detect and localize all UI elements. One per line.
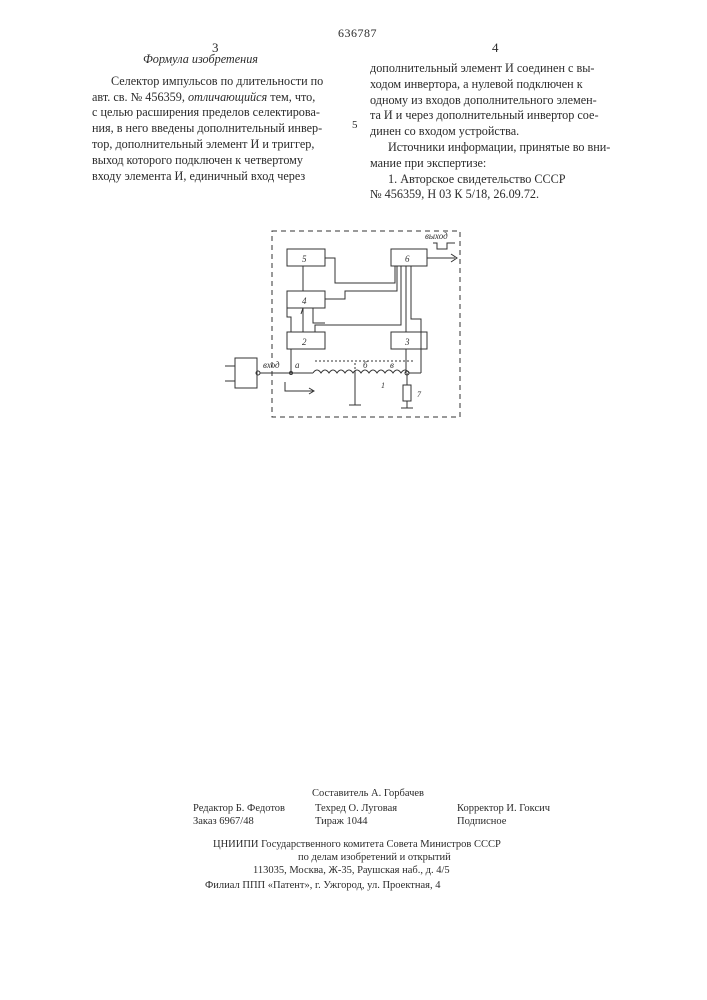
left-line-5: тор, дополнительный элемент И и триггер, <box>92 137 323 153</box>
right-line-6: Источники информации, принятые во вни- <box>370 140 610 156</box>
footer-subscription: Подписное <box>457 815 506 828</box>
right-line-5: динен со входом устройства. <box>370 124 610 140</box>
footer-editor: Редактор Б. Федотов <box>193 802 285 815</box>
footer-branch: Филиал ППП «Патент», г. Ужгород, ул. Про… <box>205 879 440 892</box>
output-label: выход <box>425 231 448 241</box>
right-column-number: 4 <box>492 40 499 56</box>
label-block-4: 4 <box>302 296 307 306</box>
right-line-1: дополнительный элемент И соединен с вы- <box>370 61 610 77</box>
line-marker: 5 <box>352 119 358 131</box>
left-line-6: выход которого подключен к четвертому <box>92 153 323 169</box>
left-column: Формула изобретения Селектор импульсов п… <box>92 52 323 184</box>
left-line-1: Селектор импульсов по длительности по <box>92 74 323 90</box>
footer-org-line1: ЦНИИПИ Государственного комитета Совета … <box>213 838 501 851</box>
label-element-1: 1 <box>381 381 385 390</box>
tap-label-b: б <box>363 360 368 370</box>
footer-tech-editor: Техред О. Луговая <box>315 802 397 815</box>
label-block-3: 3 <box>404 337 410 347</box>
claim-emphasis: отличающийся <box>188 90 267 104</box>
left-line-2-start: авт. св. № 456359, <box>92 90 188 104</box>
patent-number: 636787 <box>338 26 377 41</box>
left-line-4: ния, в него введены дополнительный инвер… <box>92 121 323 137</box>
output-pulse-icon <box>433 243 455 249</box>
input-connector <box>235 358 257 388</box>
tap-label-v: в <box>390 360 394 370</box>
left-line-2-end: тем, что, <box>267 90 315 104</box>
input-pulse-icon <box>285 382 313 391</box>
right-line-8: 1. Авторское свидетельство СССР <box>370 172 610 188</box>
footer-org-line2: по делам изобретений и открытий <box>298 851 451 864</box>
resistor-7 <box>403 385 411 401</box>
footer-corrector: Корректор И. Гоксич <box>457 802 550 815</box>
delay-line-inductor <box>313 370 409 373</box>
left-line-2: авт. св. № 456359, отличающийся тем, что… <box>92 90 323 106</box>
input-label: вход <box>263 360 280 370</box>
label-block-6: 6 <box>405 254 410 264</box>
right-line-9: № 456359, Н 03 К 5/18, 26.09.72. <box>370 187 610 203</box>
tap-label-a: а <box>295 360 300 370</box>
circuit-diagram: 5 6 4 2 3 вход выход а б в 1 7 <box>225 225 485 425</box>
right-line-7: мание при экспертизе: <box>370 156 610 172</box>
claims-title: Формула изобретения <box>92 52 323 68</box>
right-column: дополнительный элемент И соединен с вы- … <box>370 61 610 203</box>
right-line-2: ходом инвертора, а нулевой подключен к <box>370 77 610 93</box>
right-line-3: одному из входов дополнительного элемен- <box>370 93 610 109</box>
left-line-3: с целью расширения пределов селектирова- <box>92 105 323 121</box>
label-block-5: 5 <box>302 254 307 264</box>
device-boundary <box>272 231 460 417</box>
footer-order: Заказ 6967/48 <box>193 815 254 828</box>
left-line-7: входу элемента И, единичный вход через <box>92 169 323 185</box>
label-element-7: 7 <box>417 390 422 399</box>
footer-compiler: Составитель А. Горбачев <box>312 787 424 800</box>
label-block-2: 2 <box>302 337 307 347</box>
footer-address: 113035, Москва, Ж-35, Раушская наб., д. … <box>253 864 450 877</box>
right-line-4: та И и через дополнительный инвертор сое… <box>370 108 610 124</box>
footer-circulation: Тираж 1044 <box>315 815 368 828</box>
